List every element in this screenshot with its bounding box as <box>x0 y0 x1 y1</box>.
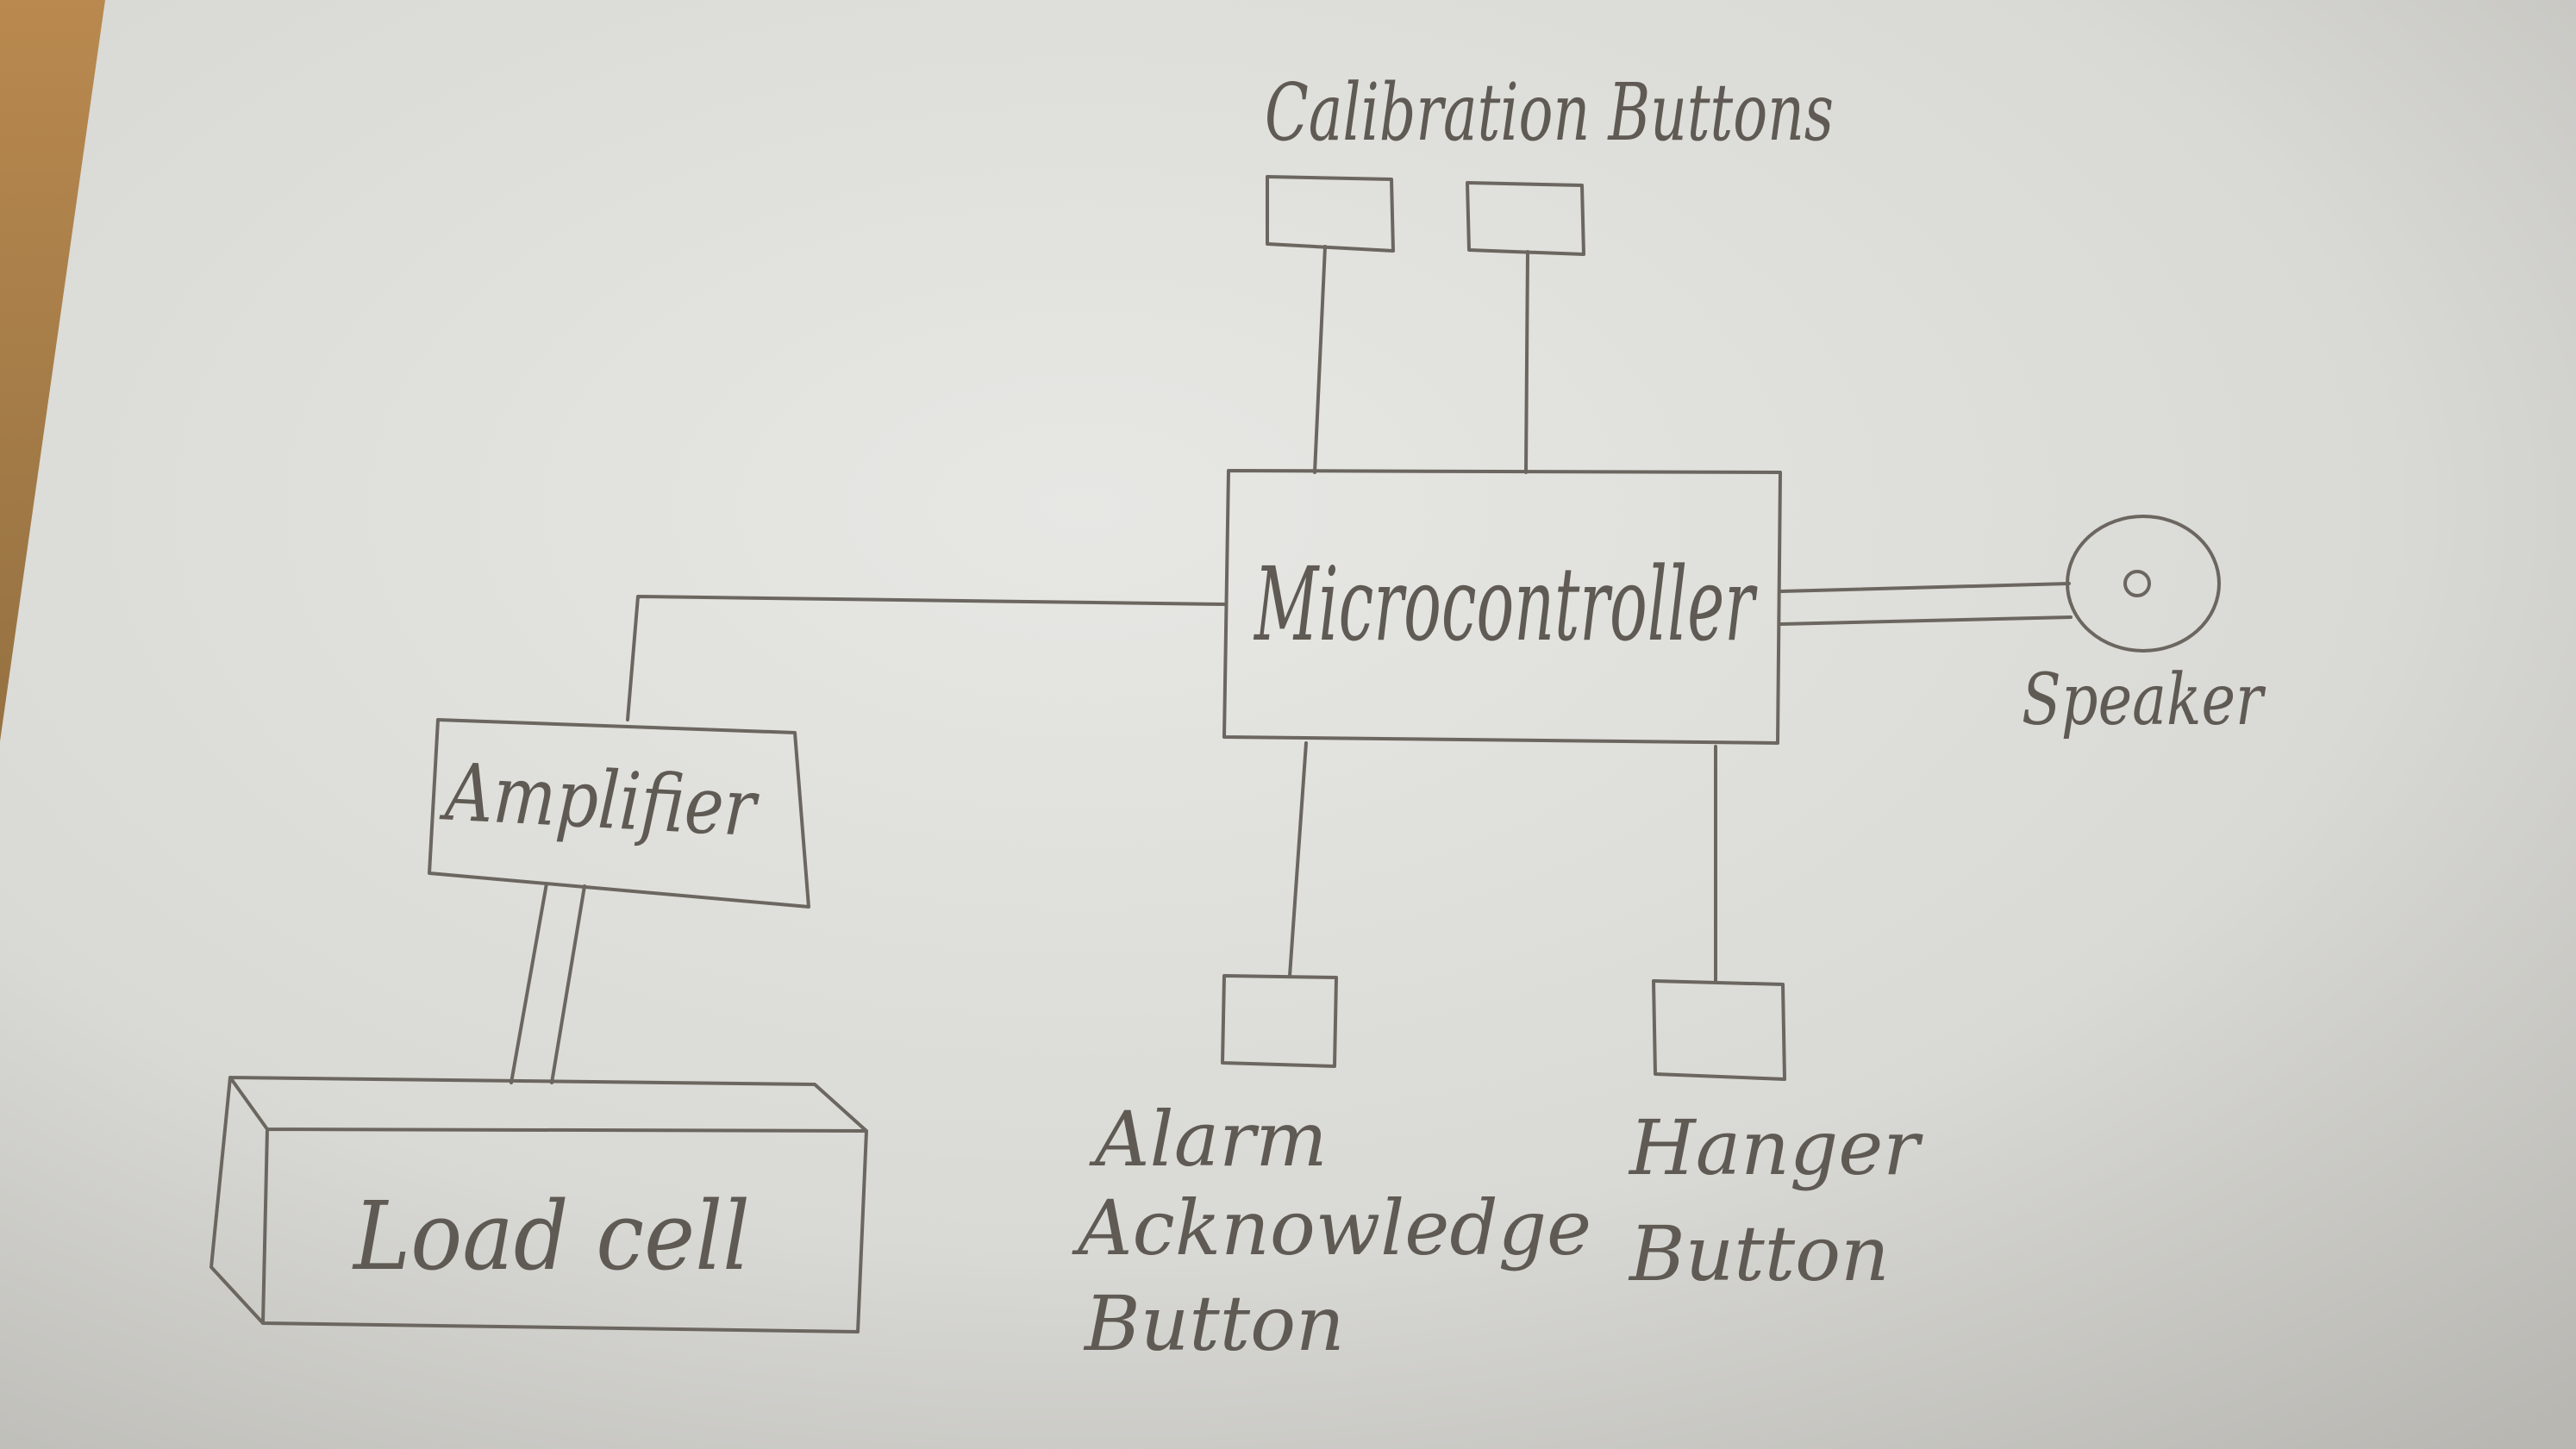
calibration-buttons-label: Calibration Buttons <box>1265 66 1834 159</box>
microcontroller-box <box>1222 469 1782 745</box>
alarm-label-line-1: Alarm <box>1089 1095 1328 1184</box>
calibration-button-2 <box>1466 181 1585 256</box>
alarm-acknowledge-button <box>1221 974 1338 1068</box>
load-cell-wire-right <box>550 884 586 1084</box>
amplifier-label: Amplifier <box>437 746 761 854</box>
speaker-label: Speaker <box>2022 659 2267 741</box>
calibration-button-1-wire <box>1313 245 1327 474</box>
load-cell-wire-left <box>510 882 548 1084</box>
hanger-button <box>1652 979 1786 1081</box>
load-cell-box <box>209 1076 868 1333</box>
microcontroller-label: Microcontroller <box>1254 545 1758 664</box>
alarm-label-line-2: Acknowledge <box>1072 1184 1591 1272</box>
hanger-label-line-1: Hanger <box>1628 1103 1923 1192</box>
alarm-button-label: Alarm Acknowledge Button <box>1072 1095 1616 1368</box>
speaker-wire-bottom <box>1779 615 2073 626</box>
load-cell-label: Load cell <box>352 1181 750 1291</box>
calibration-button-2-wire <box>1524 250 1529 474</box>
amplifier-box <box>428 718 810 909</box>
speaker-symbol <box>2066 515 2221 653</box>
amplifier-wire <box>626 595 1226 721</box>
hanger-button-label: Hanger Button <box>1628 1103 1943 1298</box>
speaker-wire-top <box>1779 582 2071 593</box>
alarm-label-line-3: Button <box>1083 1279 1345 1368</box>
alarm-button-wire <box>1288 741 1308 977</box>
hanger-label-line-2: Button <box>1628 1209 1890 1298</box>
speaker-center <box>2123 570 2151 597</box>
calibration-button-1 <box>1266 175 1395 253</box>
